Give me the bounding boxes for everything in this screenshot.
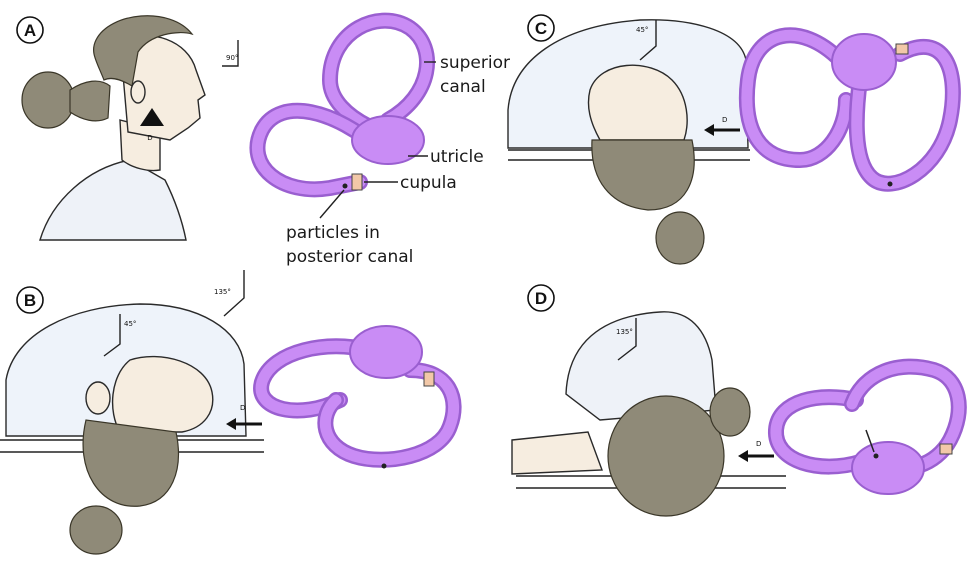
panel-c: C 45° D <box>507 14 750 265</box>
panel-d-hair <box>607 395 725 517</box>
panel-a-ear <box>130 80 146 104</box>
panel-a-direction-arrow <box>140 108 164 126</box>
panel-a-hair-tie <box>69 80 111 122</box>
labyrinth-a-posterior-canal-fill <box>251 105 386 195</box>
labyrinth-a-cupula <box>351 173 363 191</box>
labyrinth-b <box>253 325 462 469</box>
panel-b-letter: B <box>24 291 36 310</box>
labyrinth-d-particles <box>873 453 879 459</box>
panel-d-arrow-label: D <box>756 440 761 448</box>
labyrinth-a-utricle <box>351 115 425 165</box>
labyrinth-d-canal-left-fill <box>770 391 866 473</box>
labyrinth-c-canal-right-fill <box>851 41 959 190</box>
panel-b-head-angle-label: 45° <box>124 320 136 328</box>
labyrinth-c-canal-left-fill <box>741 29 852 166</box>
labyrinth-d-cupula <box>939 443 953 455</box>
labyrinth-b-canal-right-fill <box>319 364 460 466</box>
panel-a-angle-mark <box>222 40 239 67</box>
panel-c-angle-mark <box>639 20 657 61</box>
panel-b-arrow-head <box>226 418 236 430</box>
panel-b-arrow-label: D <box>240 404 245 412</box>
panel-b-hair-bun <box>69 505 123 555</box>
panel-b-top-angle-mark <box>223 270 245 317</box>
panel-b-hair <box>82 419 179 507</box>
panel-c-hair <box>591 139 695 211</box>
panel-d-arrow-head <box>738 450 748 462</box>
labyrinth-d-utricle <box>851 441 925 495</box>
labyrinth-d-particle-path <box>865 429 875 453</box>
panel-b-ear <box>85 381 111 415</box>
panel-b-face <box>111 355 214 433</box>
labyrinth-b-utricle <box>349 325 423 379</box>
panel-a-arrow-label: D <box>147 134 152 142</box>
particles-leader <box>319 189 345 219</box>
labyrinth-b-particles <box>381 463 387 469</box>
panel-b-head-angle-mark <box>103 314 121 357</box>
panel-a-hair-bun <box>21 71 75 129</box>
labyrinth-a-particles <box>342 183 348 189</box>
panel-a-letter: A <box>24 21 36 40</box>
panel-d-angle-mark <box>617 318 637 361</box>
labyrinth-c <box>738 27 961 192</box>
particles-label-line1: particles in <box>286 223 380 243</box>
labyrinth-a-superior-canal-fill <box>324 15 433 132</box>
panel-d-arm <box>511 431 603 475</box>
labyrinth-a <box>249 12 435 198</box>
panel-c-face <box>587 64 688 141</box>
panel-a-angle-label: 90° <box>226 54 238 62</box>
labyrinth-a-labels: superior canal utricle cupula particles … <box>286 53 510 267</box>
panel-d-shirt <box>565 311 717 421</box>
panel-d: D 135° D <box>511 284 786 517</box>
panel-d-angle-label: 135° <box>616 328 633 336</box>
panel-a: A D 90° <box>16 15 239 241</box>
cupula-label: cupula <box>400 173 457 193</box>
panel-b: B 135° 45° D <box>0 270 264 555</box>
panel-d-letter-circle <box>527 284 555 312</box>
panel-c-angle-label: 45° <box>636 26 648 34</box>
panel-a-hair <box>92 15 194 87</box>
panel-c-arrow-head <box>704 124 714 136</box>
panel-c-letter-circle <box>527 14 555 42</box>
panel-c-arrow-label: D <box>722 116 727 124</box>
panel-b-letter-circle <box>16 286 44 314</box>
labyrinth-b-cupula <box>423 371 435 387</box>
superior-canal-label-line1: superior <box>440 53 510 73</box>
particles-label-line2: posterior canal <box>286 247 413 267</box>
labyrinth-b-canal-left-fill <box>255 340 372 416</box>
panel-d-letter: D <box>535 289 547 308</box>
panel-a-letter-circle <box>16 16 44 44</box>
superior-canal-label-line2: canal <box>440 77 486 97</box>
panel-b-top-angle-label: 135° <box>214 288 231 296</box>
labyrinth-c-cupula <box>895 43 909 55</box>
labyrinth-d <box>768 358 967 495</box>
panel-c-hair-bun <box>655 211 705 265</box>
labyrinth-c-utricle <box>831 33 897 91</box>
panel-a-shirt <box>39 159 187 241</box>
panel-d-hair-bun <box>709 387 751 437</box>
panel-c-letter: C <box>535 19 547 38</box>
utricle-label: utricle <box>430 147 484 167</box>
labyrinth-c-particles <box>887 181 893 187</box>
